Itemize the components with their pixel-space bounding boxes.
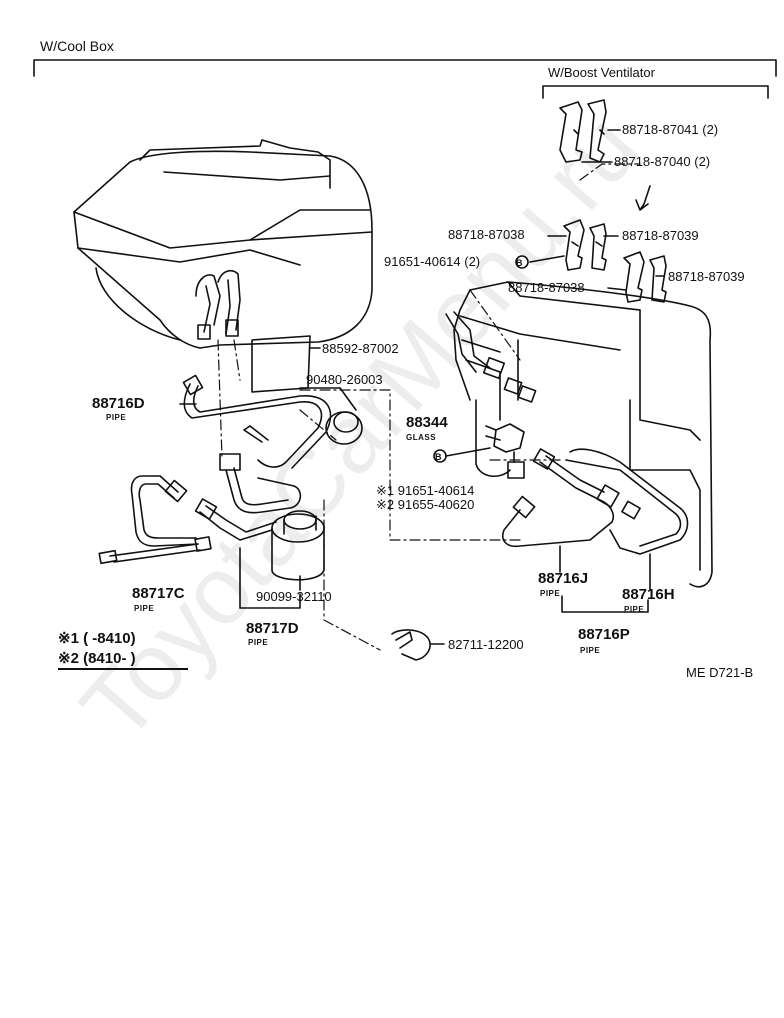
pipe-88717d-drawing xyxy=(194,453,302,541)
glass-88344-drawing xyxy=(485,423,525,463)
label-88716d: 88716D xyxy=(92,395,145,412)
label-88718-87040: 88718-87040 (2) xyxy=(614,154,711,169)
bolt-b-upper xyxy=(515,255,529,269)
boost-ventilator-title: W/Boost Ventilator xyxy=(548,65,655,80)
cool-box xyxy=(73,139,373,349)
section-bracket xyxy=(33,59,777,77)
label-88718-87038-a: 88718-87038 xyxy=(448,227,525,242)
bracket-88717d xyxy=(239,547,301,609)
label-88717c: 88717C xyxy=(132,585,185,602)
label-88717d: 88717D xyxy=(246,620,299,637)
label-88344-sub: GLASS xyxy=(406,433,437,442)
bolt-marker-lower: B xyxy=(435,452,442,462)
label-88592-87002: 88592-87002 xyxy=(322,341,399,356)
label-88717c-sub: PIPE xyxy=(134,604,155,613)
clamp-82711-drawing xyxy=(391,629,445,661)
label-88718-87041: 88718-87041 (2) xyxy=(622,122,719,137)
bracket-88716p xyxy=(561,595,649,613)
label-88716j-sub: PIPE xyxy=(540,589,561,598)
note-2: ※2 (8410- ) xyxy=(58,651,188,670)
label-82711-12200: 82711-12200 xyxy=(448,637,524,652)
label-88716h: 88716H xyxy=(622,586,675,603)
label-88344: 88344 xyxy=(406,414,448,431)
label-91655-40620: ※2 91655-40620 xyxy=(376,497,475,512)
grommet-90480-drawing xyxy=(299,387,363,445)
label-88716h-sub: PIPE xyxy=(624,605,645,614)
pipe-88716d-drawing xyxy=(179,374,332,469)
diagram-title: W/Cool Box xyxy=(40,38,114,54)
note-1: ※1 ( -8410) xyxy=(58,630,136,647)
label-88716p-sub: PIPE xyxy=(580,646,601,655)
label-88716p: 88716P xyxy=(578,626,630,643)
clips-87041 xyxy=(559,99,607,163)
arrow-down xyxy=(635,185,651,211)
bolt-marker-upper: B xyxy=(516,258,523,268)
label-91651-40614: ※1 91651-40614 xyxy=(376,483,475,498)
label-88716d-sub: PIPE xyxy=(106,413,127,422)
label-90099-32110: 90099-32110 xyxy=(256,589,332,604)
clips-87039b xyxy=(623,251,667,303)
label-91651-40614-2: 91651-40614 (2) xyxy=(384,254,481,269)
label-88717d-sub: PIPE xyxy=(248,638,269,647)
clips-87038-87039 xyxy=(563,219,607,271)
label-88718-87038-b: 88718-87038 xyxy=(508,280,585,295)
pipes-88716-drawing xyxy=(502,448,689,591)
ventilator-unit xyxy=(445,281,713,588)
canister-90099-drawing xyxy=(271,510,325,591)
boost-bracket xyxy=(542,85,769,99)
label-88718-87039-a: 88718-87039 xyxy=(622,228,699,243)
diagram-code: ME D721-B xyxy=(686,665,754,680)
label-88718-87039-b: 88718-87039 xyxy=(668,269,745,284)
label-88716j: 88716J xyxy=(538,570,589,587)
pipe-88717c-drawing xyxy=(98,475,212,565)
label-90480-26003: 90480-26003 xyxy=(306,372,383,387)
